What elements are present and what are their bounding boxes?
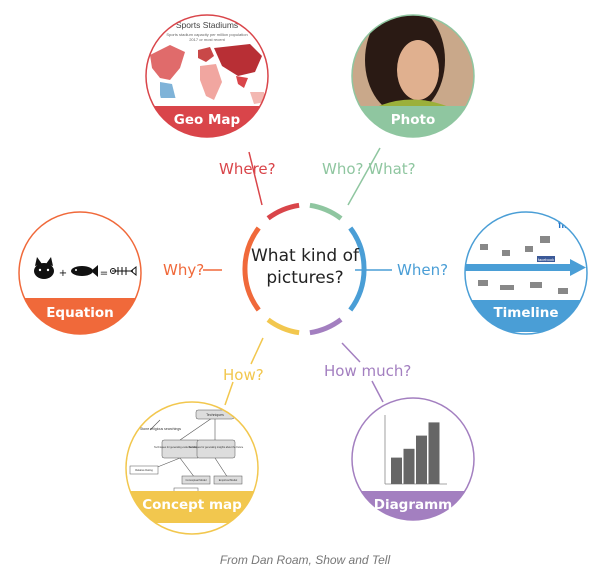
center-ring: [242, 202, 367, 336]
concept-node-5: Conceptual Model: [186, 478, 207, 482]
ring-arc-when: [348, 226, 367, 312]
label-equation: Equation: [46, 305, 114, 321]
bar: [403, 448, 415, 484]
badge-facebook: facebook: [538, 257, 554, 262]
ring-arc-howmuch: [309, 317, 343, 336]
bar: [416, 435, 427, 484]
question-who-what: Who? What?: [322, 160, 416, 178]
plus-sign: +: [59, 268, 67, 279]
label-diagramm: Diagramm: [373, 497, 453, 513]
question-when: When?: [397, 261, 449, 279]
center-line-2: pictures?: [266, 268, 344, 288]
bar: [391, 457, 402, 484]
bar-chart-image: [352, 398, 474, 520]
world-map-image: Sports Stadiums Sports stadium capacity …: [146, 15, 268, 137]
label-geo-map: Geo Map: [173, 112, 241, 128]
question-how: How?: [223, 366, 264, 384]
label-concept-map: Concept map: [142, 497, 242, 513]
ring-arc-where: [266, 202, 300, 221]
center-question: What kind of pictures?: [235, 245, 375, 289]
concept-node-4: Relative Dating: [135, 468, 153, 472]
bars: [391, 422, 440, 484]
concept-node-1: Stone religious searchings: [140, 427, 181, 431]
portrait-photo: [352, 15, 474, 137]
concept-node-2: Techniques for generating evidence about…: [154, 446, 208, 449]
node-geo-map[interactable]: Sports Stadiums Sports stadium capacity …: [140, 10, 275, 150]
cat-icon: [34, 257, 54, 279]
ring-arc-how: [266, 317, 300, 336]
node-diagramm[interactable]: [350, 395, 480, 525]
map-subtitle-2: 2017 or most recent: [189, 37, 225, 42]
source-caption: From Dan Roam, Show and Tell: [219, 553, 391, 567]
center-line-1: What kind of: [251, 246, 359, 266]
brand-flickr: flickr: [558, 220, 582, 231]
equals-sign: =: [100, 268, 108, 279]
label-photo: Photo: [390, 112, 436, 128]
map-title: Sports Stadiums: [176, 20, 238, 30]
ring-arc-why: [242, 226, 261, 312]
question-where: Where?: [219, 160, 276, 178]
concept-node-3: Techniques for generating insights about…: [189, 446, 244, 449]
bar: [428, 422, 440, 484]
ring-arc-who: [309, 202, 343, 221]
map-subtitle-1: Sports stadium capacity per million popu…: [166, 32, 247, 37]
question-how-much: How much?: [324, 362, 412, 380]
label-timeline: Timeline: [493, 305, 559, 321]
node-concept-map[interactable]: Techniques Stone religious searchings Te…: [125, 400, 260, 540]
question-why: Why?: [163, 261, 205, 279]
fish-bones-icon: [110, 265, 137, 277]
node-photo[interactable]: [350, 5, 480, 150]
fish-icon: [71, 265, 98, 277]
connectors: [203, 147, 392, 406]
concept-node-6: Empirical Model: [219, 478, 238, 482]
concept-node-0: Techniques: [206, 413, 224, 417]
